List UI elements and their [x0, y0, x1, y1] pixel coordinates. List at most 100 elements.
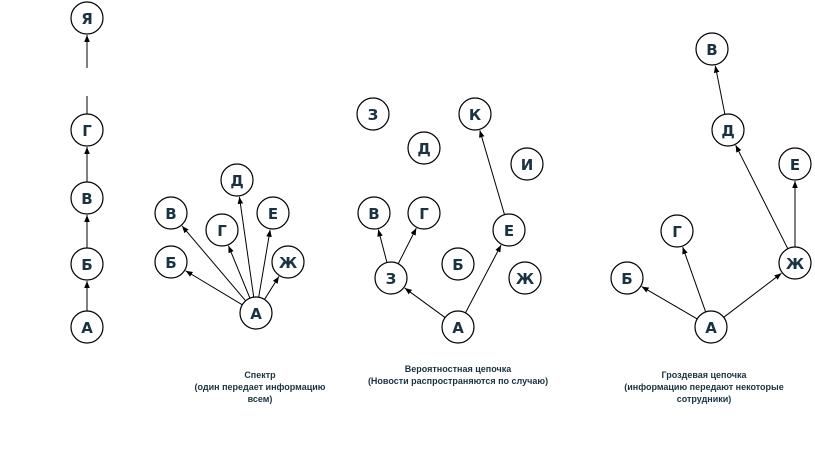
- cluster-node-V: В: [695, 32, 729, 66]
- chain-node-A: А: [70, 310, 104, 344]
- probability-node-label: З: [368, 106, 379, 124]
- cluster-edge-A-Zh: [723, 272, 782, 318]
- probability-edge-E-K: [479, 130, 505, 215]
- star-node-D: Д: [220, 163, 254, 197]
- probability-node-E: Е: [492, 213, 526, 247]
- probability-node-circle: [441, 310, 475, 344]
- probability-edge-Z-V: [377, 229, 388, 263]
- probability-node-label: К: [469, 106, 482, 124]
- star-node-label: В: [165, 205, 176, 223]
- probability-node-B: Б: [441, 247, 475, 281]
- star-node-circle: [256, 196, 290, 230]
- probability-node-circle: [407, 196, 441, 230]
- probability-edge-Z-G: [397, 227, 417, 264]
- chain-node-label: Я: [81, 10, 93, 28]
- star-node-circle: [271, 245, 305, 279]
- star-node-label: Ж: [279, 254, 298, 272]
- chain-node-Ya: Я: [70, 1, 104, 35]
- star-edge-A-D: [237, 196, 255, 298]
- star-node-label: Е: [268, 205, 278, 223]
- probability-node-circle: [508, 261, 542, 295]
- probability-node-circle: [356, 97, 390, 131]
- chain-node-label: Б: [81, 256, 92, 274]
- probability-node-circle: [374, 261, 408, 295]
- probability-node-I: И: [510, 147, 544, 181]
- cluster-node-circle: [695, 32, 729, 66]
- caption-probability-line-1: Вероятностная цепочка: [404, 364, 512, 374]
- probability-node-label: Д: [417, 140, 430, 158]
- star-node-label: Б: [165, 254, 176, 272]
- probability-node-Z2: З: [356, 97, 390, 131]
- cluster-edge-D-V: [713, 65, 726, 115]
- cluster-node-E: Е: [778, 147, 812, 181]
- cluster-node-label: Б: [621, 270, 632, 288]
- chain-node-circle: [70, 310, 104, 344]
- probability-node-A: А: [441, 310, 475, 344]
- cluster-node-label: А: [705, 319, 717, 337]
- probability-node-label: З: [386, 270, 397, 288]
- probability-node-circle: [357, 196, 391, 230]
- probability-node-Zh: Ж: [508, 261, 542, 295]
- probability-node-circle: [510, 147, 544, 181]
- cluster-node-label: Ж: [786, 255, 805, 273]
- cluster-node-Zh: Ж: [778, 246, 812, 280]
- edges-layer: [84, 35, 798, 320]
- cluster-node-label: Г: [672, 223, 682, 241]
- star-node-label: Г: [217, 222, 227, 240]
- probability-edge-A-Z: [404, 287, 446, 318]
- probability-node-D: Д: [407, 131, 441, 165]
- caption-star: Спектр (один передает информацию всем): [160, 369, 360, 405]
- probability-node-label: В: [368, 205, 379, 223]
- cluster-edge-A-G: [682, 246, 707, 313]
- caption-probability-line-2: (Новости распространяются по случаю): [367, 376, 549, 386]
- star-node-E: Е: [256, 196, 290, 230]
- cluster-node-circle: [694, 310, 728, 344]
- cluster-edge-Zh-D: [735, 144, 789, 249]
- probability-edge-A-E: [465, 244, 502, 314]
- star-node-label: Д: [230, 172, 243, 190]
- star-node-G: Г: [205, 213, 239, 247]
- cluster-node-G: Г: [660, 214, 694, 248]
- star-node-circle: [220, 163, 254, 197]
- caption-probability: Вероятностная цепочка (Новости распростр…: [340, 363, 576, 387]
- cluster-node-D: Д: [711, 113, 745, 147]
- star-node-B: Б: [154, 245, 188, 279]
- caption-cluster-line-3: сотрудники): [676, 394, 732, 404]
- caption-star-line-1: Спектр: [244, 370, 276, 380]
- cluster-node-label: В: [706, 41, 717, 59]
- star-edge-A-G: [227, 245, 251, 299]
- probability-node-label: Г: [419, 205, 429, 223]
- star-edge-A-Zh: [264, 276, 280, 300]
- chain-node-circle: [70, 181, 104, 215]
- caption-cluster-line-1: Гроздевая цепочка: [661, 370, 747, 380]
- probability-node-G: Г: [407, 196, 441, 230]
- star-edge-A-V: [181, 225, 247, 302]
- star-node-circle: [205, 213, 239, 247]
- probability-node-circle: [441, 247, 475, 281]
- probability-node-circle: [458, 97, 492, 131]
- star-node-circle: [154, 245, 188, 279]
- star-node-V: В: [154, 196, 188, 230]
- chain-node-label: В: [81, 190, 92, 208]
- cluster-node-circle: [610, 261, 644, 295]
- star-edge-A-E: [258, 229, 272, 298]
- probability-node-label: И: [521, 156, 534, 174]
- cluster-node-label: Е: [790, 156, 800, 174]
- cluster-node-circle: [778, 246, 812, 280]
- star-node-circle: [154, 196, 188, 230]
- cluster-node-label: Д: [721, 122, 734, 140]
- star-node-A: А: [239, 296, 273, 330]
- cluster-edge-A-B: [641, 286, 698, 320]
- probability-node-circle: [492, 213, 526, 247]
- star-node-Zh: Ж: [271, 245, 305, 279]
- chain-node-label: Г: [82, 122, 92, 140]
- chain-node-G: Г: [70, 113, 104, 147]
- cluster-node-circle: [778, 147, 812, 181]
- cluster-node-circle: [660, 214, 694, 248]
- star-node-label: А: [250, 305, 262, 323]
- chain-node-circle: [70, 1, 104, 35]
- probability-node-Z: З: [374, 261, 408, 295]
- chain-node-circle: [70, 247, 104, 281]
